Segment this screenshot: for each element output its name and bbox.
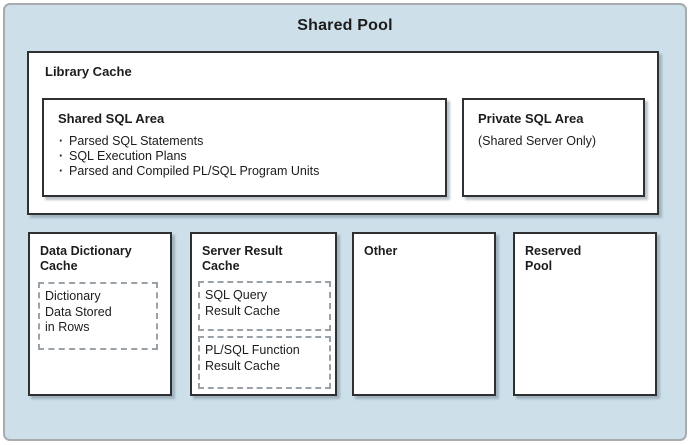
private-sql-area-title: Private SQL Area [478,111,584,126]
plsql-function-result-cache-box: PL/SQL Function Result Cache [198,336,331,389]
other-box: Other [352,232,496,396]
reserved-pool-box: Reserved Pool [513,232,657,396]
shared-sql-area-box: Shared SQL Area Parsed SQL Statements SQ… [42,98,447,197]
private-sql-area-box: Private SQL Area (Shared Server Only) [462,98,645,197]
shared-sql-area-bullet-list: Parsed SQL Statements SQL Execution Plan… [58,134,437,179]
bullet-sql-execution-plans: SQL Execution Plans [58,149,437,164]
sql-query-result-cache-box: SQL Query Result Cache [198,281,331,331]
shared-sql-area-title: Shared SQL Area [58,111,165,126]
server-result-cache-title: Server Result Cache [202,244,283,273]
server-result-cache-box: Server Result Cache SQL Query Result Cac… [190,232,337,396]
bullet-parsed-sql-statements: Parsed SQL Statements [58,134,437,149]
library-cache-label: Library Cache [45,64,132,79]
private-sql-area-note: (Shared Server Only) [478,134,597,148]
library-cache-box: Library Cache Shared SQL Area Parsed SQL… [27,51,659,215]
shared-pool-box: Shared Pool Library Cache Shared SQL Are… [3,3,687,441]
data-dictionary-cache-box: Data Dictionary Cache Dictionary Data St… [28,232,172,396]
bullet-plsql-program-units: Parsed and Compiled PL/SQL Program Units [58,164,437,179]
other-title: Other [364,244,398,258]
shared-pool-title: Shared Pool [297,17,393,34]
data-dictionary-cache-title: Data Dictionary Cache [40,244,132,273]
reserved-pool-title: Reserved Pool [525,244,582,273]
dictionary-data-stored-in-rows-box: Dictionary Data Stored in Rows [38,282,158,350]
